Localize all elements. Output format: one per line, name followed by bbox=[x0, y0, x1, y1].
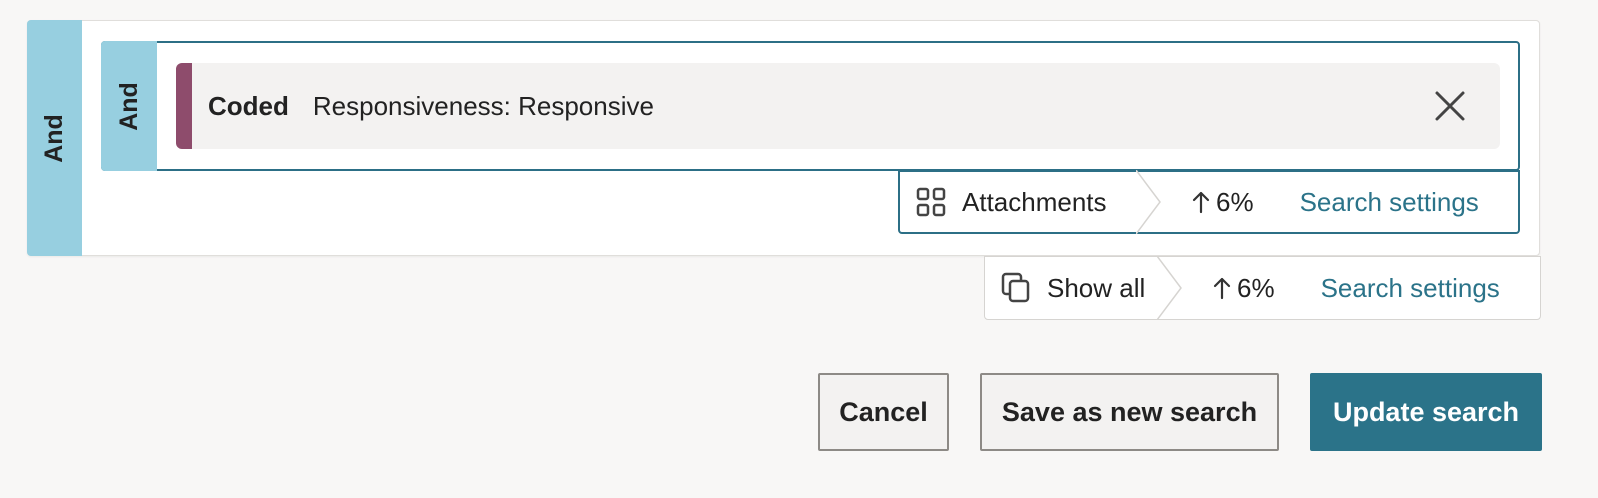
update-search-button[interactable]: Update search bbox=[1310, 373, 1542, 451]
search-settings-link[interactable]: Search settings bbox=[1299, 186, 1479, 217]
outer-group-settings: Show all 6% Search settings bbox=[984, 256, 1541, 320]
scope-selector-show-all[interactable]: Show all bbox=[985, 256, 1182, 320]
inner-group-settings: Attachments 6% Search settings bbox=[898, 170, 1520, 234]
cancel-button[interactable]: Cancel bbox=[818, 373, 949, 451]
arrow-up-icon bbox=[1192, 191, 1210, 214]
chevron-separator bbox=[1157, 256, 1182, 320]
hit-percentage: 6% bbox=[1192, 172, 1254, 232]
outer-group-operator[interactable]: And bbox=[27, 20, 82, 256]
condition-value: Responsiveness: Responsive bbox=[312, 90, 654, 121]
inner-operator-label: And bbox=[114, 81, 143, 131]
inner-group: And Coded Responsiveness: Responsive bbox=[101, 41, 1520, 171]
arrow-up-icon bbox=[1213, 277, 1231, 300]
outer-operator-label: And bbox=[39, 113, 68, 163]
hit-percentage: 6% bbox=[1213, 257, 1275, 319]
search-condition[interactable]: Coded Responsiveness: Responsive bbox=[176, 63, 1500, 149]
condition-field: Coded bbox=[208, 90, 289, 121]
scope-label: Attachments bbox=[962, 186, 1107, 217]
chevron-separator bbox=[1136, 170, 1161, 234]
grid-icon bbox=[916, 187, 946, 217]
save-as-new-search-button[interactable]: Save as new search bbox=[980, 373, 1279, 451]
inner-group-operator[interactable]: And bbox=[101, 41, 157, 171]
pct-value: 6% bbox=[1237, 272, 1275, 303]
scope-selector-attachments[interactable]: Attachments bbox=[900, 170, 1161, 234]
condition-color-stripe bbox=[176, 63, 192, 149]
scope-label: Show all bbox=[1047, 272, 1146, 303]
close-icon[interactable] bbox=[1434, 90, 1466, 122]
pct-value: 6% bbox=[1216, 186, 1254, 217]
copy-icon bbox=[1001, 272, 1031, 304]
search-settings-link[interactable]: Search settings bbox=[1320, 272, 1500, 303]
